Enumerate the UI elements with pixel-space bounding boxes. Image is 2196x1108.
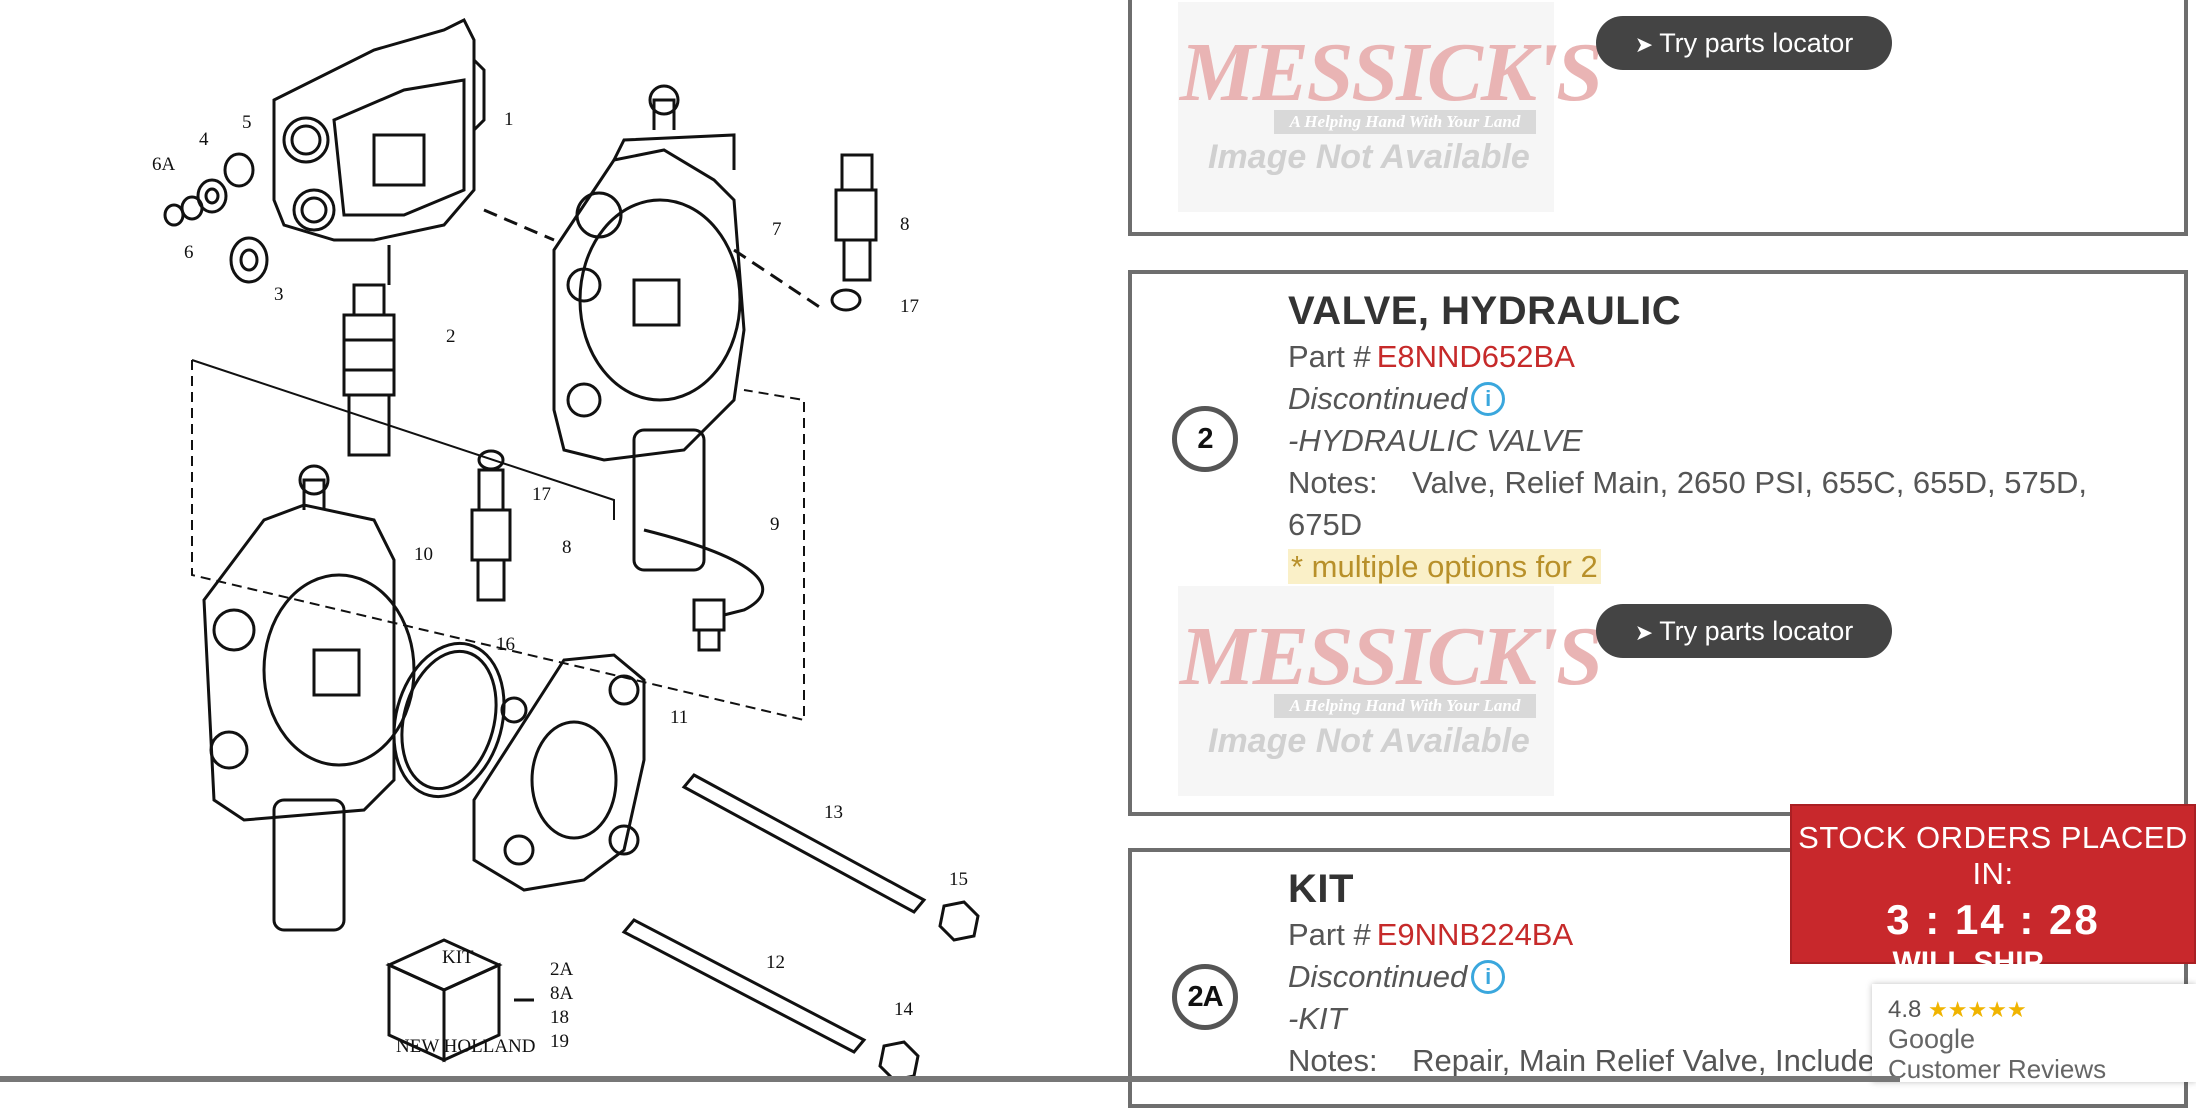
callout: 16 bbox=[496, 634, 515, 655]
callout: 14 bbox=[894, 999, 914, 1020]
part-number-link[interactable]: E9NNB224BA bbox=[1376, 917, 1574, 952]
location-arrow-icon: ➤ bbox=[1634, 32, 1654, 57]
notes: Notes: Valve, Relief Main, 2650 PSI, 655… bbox=[1288, 462, 2164, 546]
part-card-2: 2 VALVE, HYDRAULIC Part #E8NND652BA Disc… bbox=[1128, 270, 2188, 816]
part-11-end-plate bbox=[472, 653, 646, 892]
locator-label: Try parts locator bbox=[1659, 616, 1854, 646]
diagram-callouts: 1 2 3 4 5 6 6A 7 8 8 9 10 11 12 13 14 15… bbox=[152, 109, 968, 1057]
star-rating-icon: ★★★★★ bbox=[1928, 997, 2027, 1022]
status-text: Discontinued bbox=[1288, 381, 1468, 416]
reference-number-badge: 2 bbox=[1172, 406, 1238, 472]
part-8-valve-top bbox=[830, 153, 878, 312]
callout: 6A bbox=[152, 154, 176, 175]
part-title: KIT bbox=[1288, 867, 1354, 911]
callout: 11 bbox=[670, 707, 688, 728]
stock-orders-banner[interactable]: STOCK ORDERS PLACED IN: 3 : 14 : 28 WILL… bbox=[1790, 804, 2196, 979]
options-line: * multiple options for 2 bbox=[1288, 546, 2164, 588]
info-icon[interactable]: i bbox=[1471, 382, 1506, 416]
part-label: Part # bbox=[1288, 917, 1371, 952]
will-ship-label: WILL SHIP bbox=[1892, 946, 2044, 979]
notes: Notes: Repair, Main Relief Valve, Includ… bbox=[1288, 1040, 2164, 1082]
callout: 17 bbox=[532, 484, 551, 505]
status-text: Discontinued bbox=[1288, 959, 1468, 994]
kit-item: 8A bbox=[550, 983, 574, 1004]
customer-reviews-label: Customer Reviews bbox=[1888, 1054, 2107, 1084]
part-10-section bbox=[202, 464, 416, 932]
kit-item: 2A bbox=[550, 959, 574, 980]
part-description: -KIT bbox=[1288, 1001, 1347, 1036]
part-label: Part # bbox=[1288, 339, 1371, 374]
kit-brand: NEW HOLLAND bbox=[396, 1036, 536, 1057]
part-number-line: Part #E8NND652BA bbox=[1288, 336, 2164, 378]
callout: 9 bbox=[770, 514, 780, 535]
image-placeholder: MESSICK'S A Helping Hand With Your Land … bbox=[1178, 586, 1603, 796]
part-2-relief-valve bbox=[342, 245, 396, 457]
callout: 7 bbox=[772, 219, 782, 240]
callout: 13 bbox=[824, 802, 843, 823]
stock-orders-label: STOCK ORDERS PLACED IN: bbox=[1798, 820, 2188, 891]
kit-box bbox=[385, 938, 534, 1063]
kit-item: 19 bbox=[550, 1031, 569, 1052]
part-number-line: Part #E9NNB224BA bbox=[1288, 914, 2164, 956]
part-7-section bbox=[552, 84, 746, 572]
horizontal-scrollbar[interactable] bbox=[0, 1076, 1900, 1082]
notes-label: Notes: bbox=[1288, 465, 1378, 500]
part-title: VALVE, HYDRAULIC bbox=[1288, 289, 1682, 333]
callout: 8 bbox=[562, 537, 572, 558]
callout: 10 bbox=[414, 544, 433, 565]
google-label: Google bbox=[1888, 1024, 1976, 1054]
info-icon[interactable]: i bbox=[1471, 960, 1506, 994]
kit-item: 18 bbox=[550, 1007, 569, 1028]
callout: 17 bbox=[900, 296, 919, 317]
reference-number-badge: 2A bbox=[1172, 964, 1238, 1030]
location-arrow-icon: ➤ bbox=[1634, 620, 1654, 645]
try-parts-locator-button[interactable]: ➤Try parts locator bbox=[1596, 16, 1892, 70]
part-1-inlet-body bbox=[272, 17, 486, 242]
svg-text:KIT: KIT bbox=[442, 947, 474, 968]
countdown-timer: 3 : 14 : 28 bbox=[1886, 896, 2100, 943]
callout: 12 bbox=[766, 952, 785, 973]
callout: 6 bbox=[184, 242, 194, 263]
messicks-logo: MESSICK'S bbox=[1180, 610, 1603, 703]
notes-text: Valve, Relief Main, 2650 PSI, 655C, 655D… bbox=[1288, 465, 2087, 542]
exploded-view-drawing: KIT 1 2 3 4 5 6 6A 7 8 8 9 10 11 12 13 1… bbox=[152, 17, 980, 1082]
callout: 3 bbox=[274, 284, 284, 305]
callout: 5 bbox=[242, 112, 252, 133]
part-description: -HYDRAULIC VALVE bbox=[1288, 423, 1583, 458]
image-not-available-text: Image Not Available bbox=[1208, 138, 1530, 176]
callout: 15 bbox=[949, 869, 968, 890]
rating-value: 4.8 bbox=[1888, 996, 1922, 1023]
part-info: VALVE, HYDRAULIC Part #E8NND652BA Discon… bbox=[1288, 286, 2164, 588]
callout: 1 bbox=[504, 109, 514, 130]
image-placeholder: MESSICK'S A Helping Hand With Your Land … bbox=[1178, 2, 1603, 212]
messicks-logo: MESSICK'S bbox=[1180, 26, 1603, 119]
try-parts-locator-button[interactable]: ➤Try parts locator bbox=[1596, 604, 1892, 658]
notes-text: Repair, Main Relief Valve, Include bbox=[1412, 1043, 1876, 1078]
callout: 4 bbox=[199, 129, 209, 150]
image-not-available-text: Image Not Available bbox=[1208, 722, 1530, 760]
logo-tagline: A Helping Hand With Your Land bbox=[1274, 694, 1536, 718]
multiple-options-link[interactable]: * multiple options for 2 bbox=[1288, 549, 1601, 584]
parts-diagram: KIT 1 2 3 4 5 6 6A 7 8 8 9 10 11 12 13 1… bbox=[44, 0, 1010, 1082]
part-card-1: MESSICK'S A Helping Hand With Your Land … bbox=[1128, 0, 2188, 236]
callout: 2 bbox=[446, 326, 456, 347]
notes-label: Notes: bbox=[1288, 1043, 1378, 1078]
logo-tagline: A Helping Hand With Your Land bbox=[1274, 110, 1536, 134]
google-reviews-badge[interactable]: 4.8 ★★★★★ Google Customer Reviews bbox=[1872, 984, 2196, 1084]
part-number-link[interactable]: E8NND652BA bbox=[1376, 339, 1575, 374]
locator-label: Try parts locator bbox=[1659, 28, 1854, 58]
callout: 8 bbox=[900, 214, 910, 235]
rating-row: 4.8 ★★★★★ bbox=[1888, 996, 2027, 1024]
